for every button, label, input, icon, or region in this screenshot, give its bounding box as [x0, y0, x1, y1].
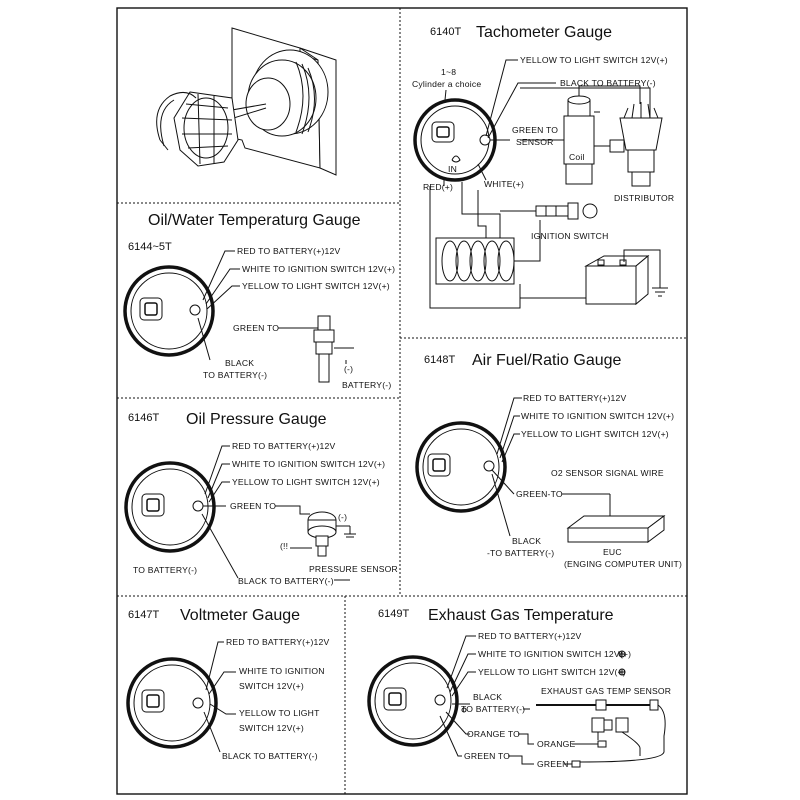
- oilpress-red-label: RED TO BATTERY(+)12V: [232, 441, 335, 451]
- egt-yellow-label: YELLOW TO LIGHT SWITCH 12V(+): [478, 667, 626, 677]
- oilwater-code: 6144~5T: [128, 241, 172, 253]
- oilpress-sensor-label: PRESSURE SENSOR: [309, 564, 398, 574]
- oilpress-code: 6146T: [128, 412, 159, 424]
- oilpress-green-label: GREEN TO: [230, 501, 276, 511]
- oilwater-yellow-label: YELLOW TO LIGHT SWITCH 12V(+): [242, 281, 390, 291]
- oilpress-yellow-label: YELLOW TO LIGHT SWITCH 12V(+): [232, 477, 380, 487]
- tach-yellow-label: YELLOW TO LIGHT SWITCH 12V(+): [520, 55, 668, 65]
- oilwater-white-label: WHITE TO IGNITION SWITCH 12V(+): [242, 264, 395, 274]
- airfuel-title: Air Fuel/Ratio Gauge: [472, 352, 622, 369]
- egt-sensor-label: EXHAUST GAS TEMP SENSOR: [541, 686, 671, 696]
- airfuel-code: 6148T: [424, 354, 455, 366]
- egt-black1-label: BLACK: [473, 692, 502, 702]
- distributor-icon: DISTRIBUTOR: [594, 85, 674, 203]
- oilwater-black2-label: TO BATTERY(-): [203, 370, 267, 380]
- oilwater-battery-label: BATTERY(-): [342, 380, 391, 390]
- volt-gauge-icon: [126, 657, 218, 749]
- tach-white-label: WHITE(+): [484, 179, 524, 189]
- oilwater-red-label: RED TO BATTERY(+)12V: [237, 246, 340, 256]
- tach-green-label: GREEN TO: [512, 125, 558, 135]
- volt-code: 6147T: [128, 609, 159, 621]
- egt-orange-to-label: ORANGE TO: [467, 729, 520, 739]
- airfuel-black2-label: -TO BATTERY(-): [487, 548, 554, 558]
- oilpress-white-label: WHITE TO IGNITION SWITCH 12V(+): [232, 459, 385, 469]
- oil-water-temp-section: Oil/Water Temperaturg Gauge 6144~5T RED …: [123, 212, 395, 390]
- volt-yellow1-label: YELLOW TO LIGHT: [239, 708, 320, 718]
- tachometer-section: 6140T Tachometer Gauge 1~8 Cylinder a ch…: [412, 24, 674, 309]
- exhaust-probe-icon: [536, 699, 666, 763]
- egt-green-label: GREEN: [537, 759, 569, 769]
- airfuel-red-label: RED TO BATTERY(+)12V: [523, 393, 626, 403]
- sheet-border: [116, 7, 688, 795]
- airfuel-black1-label: BLACK: [512, 536, 541, 546]
- airfuel-o2-label: O2 SENSOR SIGNAL WIRE: [551, 468, 664, 478]
- volt-red-label: RED TO BATTERY(+)12V: [226, 637, 329, 647]
- airfuel-white-label: WHITE TO IGNITION SWITCH 12V(+): [521, 411, 674, 421]
- oilwater-title: Oil/Water Temperaturg Gauge: [148, 212, 361, 229]
- tach-red-label: RED(+): [423, 182, 453, 192]
- oilpress-black-label: BLACK TO BATTERY(-): [238, 576, 334, 586]
- egt-green-to-label: GREEN TO: [464, 751, 510, 761]
- air-fuel-section: 6148T Air Fuel/Ratio Gauge RED TO BATTER…: [415, 352, 682, 569]
- tach-title: Tachometer Gauge: [476, 24, 612, 41]
- oilwater-black1-label: BLACK: [225, 358, 254, 368]
- volt-yellow2-label: SWITCH 12V(+): [239, 723, 304, 733]
- pressure-sensor-icon: [307, 511, 356, 557]
- airfuel-euc-full-label: (ENGING COMPUTER UNIT): [564, 559, 682, 569]
- ecu-box-icon: [566, 515, 666, 543]
- tach-gauge-icon: IN: [413, 98, 497, 182]
- egt-red-label: RED TO BATTERY(+)12V: [478, 631, 581, 641]
- gauge-mounting-illustration: [156, 27, 337, 176]
- egt-orange-label: ORANGE: [537, 739, 576, 749]
- egt-white-label: WHITE TO IGNITION SWITCH 12V(+): [478, 649, 631, 659]
- distributor-label: DISTRIBUTOR: [614, 193, 674, 203]
- ignition-switch-label: IGNITION SWITCH: [531, 231, 608, 241]
- voltmeter-section: 6147T Voltmeter Gauge RED TO BATTERY(+)1…: [126, 607, 329, 761]
- oilpress-tobatt-label: TO BATTERY(-): [133, 565, 197, 575]
- tach-code: 6140T: [430, 26, 461, 38]
- ignition-coil-icon: Coil: [563, 95, 600, 185]
- oilpress-title: Oil Pressure Gauge: [186, 411, 327, 428]
- svg-text:(!!: (!!: [280, 541, 288, 551]
- ignition-switch-icon: IGNITION SWITCH: [500, 202, 608, 241]
- temp-sensor-icon: [313, 315, 354, 383]
- battery-icon: [584, 254, 650, 306]
- oil-pressure-section: 6146T Oil Pressure Gauge RED TO BATTERY(…: [124, 411, 398, 586]
- egt-title: Exhaust Gas Temperature: [428, 607, 614, 624]
- oilwater-minus-label: (-): [344, 364, 353, 374]
- volt-white1-label: WHITE TO IGNITION: [239, 666, 325, 676]
- oilpress-minus-label: (-): [338, 512, 347, 522]
- tach-cyl-bottom: Cylinder a choice: [412, 79, 481, 89]
- volt-title: Voltmeter Gauge: [180, 607, 300, 624]
- tach-cyl-top: 1~8: [441, 67, 456, 77]
- oilpress-gauge-icon: [124, 461, 216, 553]
- coil-loop-icon: [435, 237, 515, 285]
- volt-black-label: BLACK TO BATTERY(-): [222, 751, 318, 761]
- coil-label: Coil: [569, 152, 585, 162]
- tach-sensor-label: SENSOR: [516, 137, 554, 147]
- svg-text:IN: IN: [448, 164, 457, 174]
- egt-code: 6149T: [378, 608, 409, 620]
- egt-black2-label: TO BATTERY(-): [461, 704, 525, 714]
- airfuel-gauge-icon: [415, 421, 507, 513]
- airfuel-green-label: GREEN-TO: [516, 489, 563, 499]
- egt-gauge-icon: [367, 655, 459, 747]
- airfuel-yellow-label: YELLOW TO LIGHT SWITCH 12V(+): [521, 429, 669, 439]
- tach-black-label: BLACK TO BATTERY(-): [560, 78, 656, 88]
- oilwater-gauge-icon: [123, 265, 215, 357]
- egt-section: 6149T Exhaust Gas Temperature RED TO BAT…: [367, 607, 671, 769]
- volt-white2-label: SWITCH 12V(+): [239, 681, 304, 691]
- oilwater-green-label: GREEN TO: [233, 323, 279, 333]
- airfuel-euc-label: EUC: [603, 547, 622, 557]
